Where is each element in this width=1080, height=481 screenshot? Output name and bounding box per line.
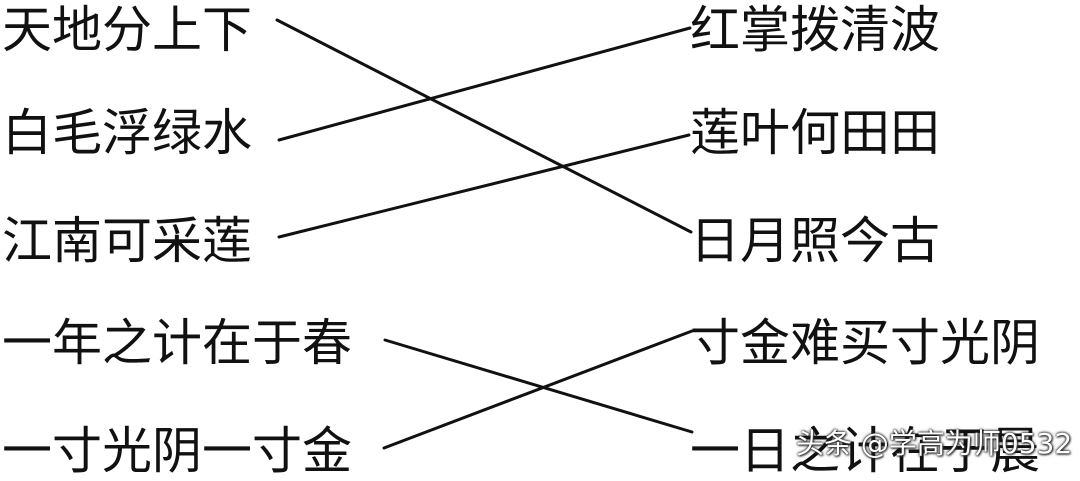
connector-line-2 xyxy=(277,26,692,142)
connector-line-3 xyxy=(277,133,691,239)
right-item-4: 寸金难买寸光阴 xyxy=(690,314,1040,372)
connector-line-5 xyxy=(382,329,694,450)
right-item-1: 红掌拨清波 xyxy=(690,1,940,59)
left-item-4: 一年之计在于春 xyxy=(2,314,352,372)
left-item-2: 白毛浮绿水 xyxy=(2,104,252,162)
watermark-text: 头条 @学高为师0532 xyxy=(796,427,1073,460)
left-item-3: 江南可采莲 xyxy=(2,212,252,270)
right-item-5: 一日之计在于晨 xyxy=(690,422,1040,480)
connector-line-1 xyxy=(275,18,693,234)
left-item-1: 天地分上下 xyxy=(2,1,252,59)
right-item-3: 日月照今古 xyxy=(690,212,940,270)
connector-lines xyxy=(275,18,694,450)
connector-line-4 xyxy=(383,338,694,434)
left-item-5: 一寸光阴一寸金 xyxy=(2,422,352,480)
right-item-2: 莲叶何田田 xyxy=(690,104,940,162)
